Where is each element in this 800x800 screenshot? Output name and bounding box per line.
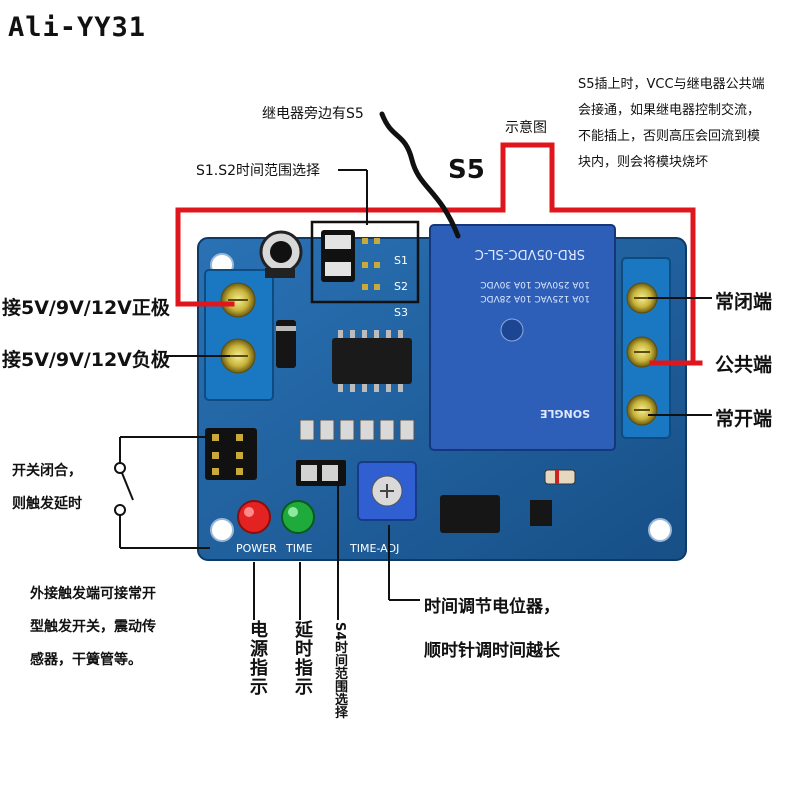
pointer-squiggle [379, 111, 461, 239]
delay-indicator-label: 延时指示 [292, 620, 313, 696]
diode [276, 320, 296, 368]
nc-label: 常闭端 [715, 291, 773, 313]
s5-note-line: 不能插上，否则高压会回流到模 [578, 129, 761, 144]
board-label-s1: S1 [394, 254, 408, 267]
positive-label: 接5V/9V/12V正极 [2, 297, 170, 319]
external-trigger-note: 外接触发端可接常开 型触发开关，震动传 感器，干簧管等。 [30, 578, 156, 677]
switch-closed-label: 开关闭合， [12, 463, 82, 479]
negative-label: 接5V/9V/12V负极 [2, 349, 170, 371]
power-indicator-label: 电源指示 [247, 620, 268, 696]
s5-note-line: S5插上时，VCC与继电器公共端 [578, 77, 765, 92]
external-trigger-line: 感器，干簧管等。 [30, 652, 142, 668]
potentiometer-note: 时间调节电位器， 顺时针调时间越长 [424, 585, 560, 673]
s5-label: S5 [448, 155, 485, 185]
external-trigger-line: 外接触发端可接常开 [30, 586, 156, 602]
relay-rating-2: 10A 125VAC 10A 28VDC [480, 293, 590, 303]
relay-rating-1: 10A 250VAC 10A 30VDC [480, 279, 590, 289]
board-label-s3: S3 [394, 306, 408, 319]
power-led [237, 500, 271, 534]
relay [429, 224, 616, 451]
transistor [440, 495, 500, 533]
jumper-highlight-box [310, 220, 420, 304]
external-trigger-line: 型触发开关，震动传 [30, 619, 156, 635]
board-label-power: POWER [236, 542, 277, 555]
diagram-label: 示意图 [505, 120, 547, 136]
ic-chip [332, 338, 412, 384]
relay-model: SRD-05VDC-SL-C [475, 246, 585, 261]
s1s2-range-label: S1.S2时间范围选择 [196, 163, 321, 179]
potentiometer-line: 时间调节电位器， [424, 597, 560, 617]
mounting-hole [648, 518, 672, 542]
s5-note-line: 块内，则会将模块烧坏 [578, 155, 709, 170]
s5-note-line: 会接通，如果继电器控制交流， [578, 103, 761, 118]
red-wire-diagram [175, 142, 696, 366]
relay-side-s5-label: 继电器旁边有S5 [262, 106, 364, 122]
watermark: Ali-YY31 [8, 12, 147, 43]
potentiometer-line: 顺时针调时间越长 [424, 641, 560, 661]
relay-brand: SONGLE [540, 407, 590, 420]
mounting-hole [210, 518, 234, 542]
switch-contact [114, 462, 126, 474]
switch-contact [114, 504, 126, 516]
board-label-s2: S2 [394, 280, 408, 293]
s4-range-label: S4时间范围选择 [332, 622, 347, 719]
no-label: 常开端 [715, 408, 773, 430]
board-label-time: TIME [285, 542, 312, 555]
com-label: 公共端 [715, 354, 773, 376]
trigger-delay-label: 则触发延时 [12, 496, 82, 512]
time-led [281, 500, 315, 534]
board-label-time-adj: TIME-ADJ [349, 542, 399, 555]
s5-note: S5插上时，VCC与继电器公共端 会接通，如果继电器控制交流， 不能插上，否则高… [578, 72, 765, 176]
